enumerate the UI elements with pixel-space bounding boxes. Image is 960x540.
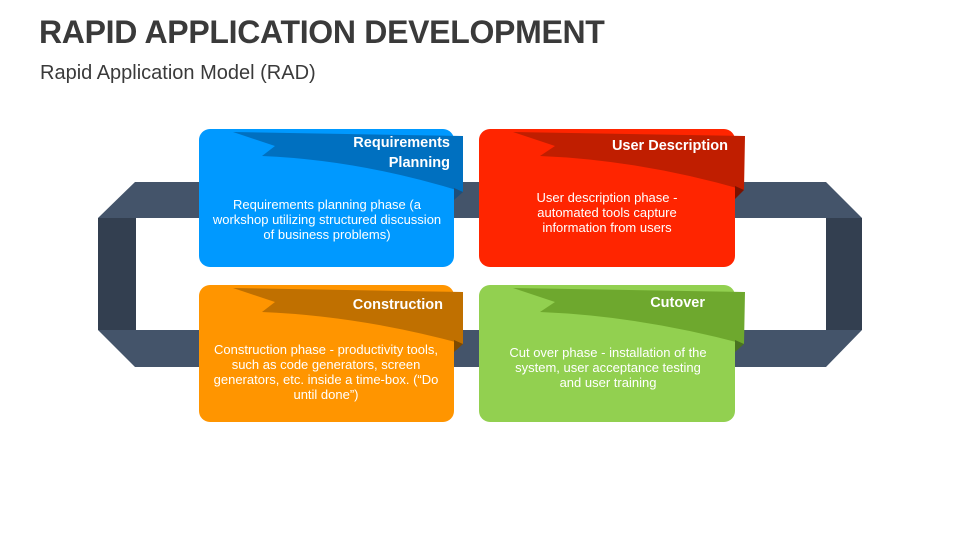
frame-left-side bbox=[98, 218, 136, 330]
frame-right-side bbox=[826, 218, 862, 330]
ribbon-cutover bbox=[513, 288, 745, 344]
requirements-description: Requirements planning phase (a workshop … bbox=[212, 197, 442, 242]
cutover-heading: Cutover bbox=[650, 295, 705, 311]
user-description-heading: User Description bbox=[611, 138, 728, 154]
card-construction bbox=[199, 285, 463, 422]
ribbon-construction bbox=[233, 288, 463, 344]
card-requirements bbox=[199, 129, 463, 267]
page-title: RAPID APPLICATION DEVELOPMENT bbox=[39, 14, 605, 50]
ribbon-user-description bbox=[513, 132, 745, 190]
requirements-heading: Requirements Planning bbox=[353, 135, 450, 171]
page-subtitle: Rapid Application Model (RAD) bbox=[40, 62, 316, 84]
construction-description: Construction phase - productivity tools,… bbox=[213, 342, 439, 402]
ribbon-requirements bbox=[233, 132, 463, 192]
user-description-description: User description phase - automated tools… bbox=[536, 190, 678, 235]
card-user-description bbox=[479, 129, 745, 267]
construction-heading: Construction bbox=[352, 297, 443, 313]
cutover-description: Cut over phase - installation of the sys… bbox=[509, 345, 707, 390]
card-cutover bbox=[479, 285, 745, 422]
